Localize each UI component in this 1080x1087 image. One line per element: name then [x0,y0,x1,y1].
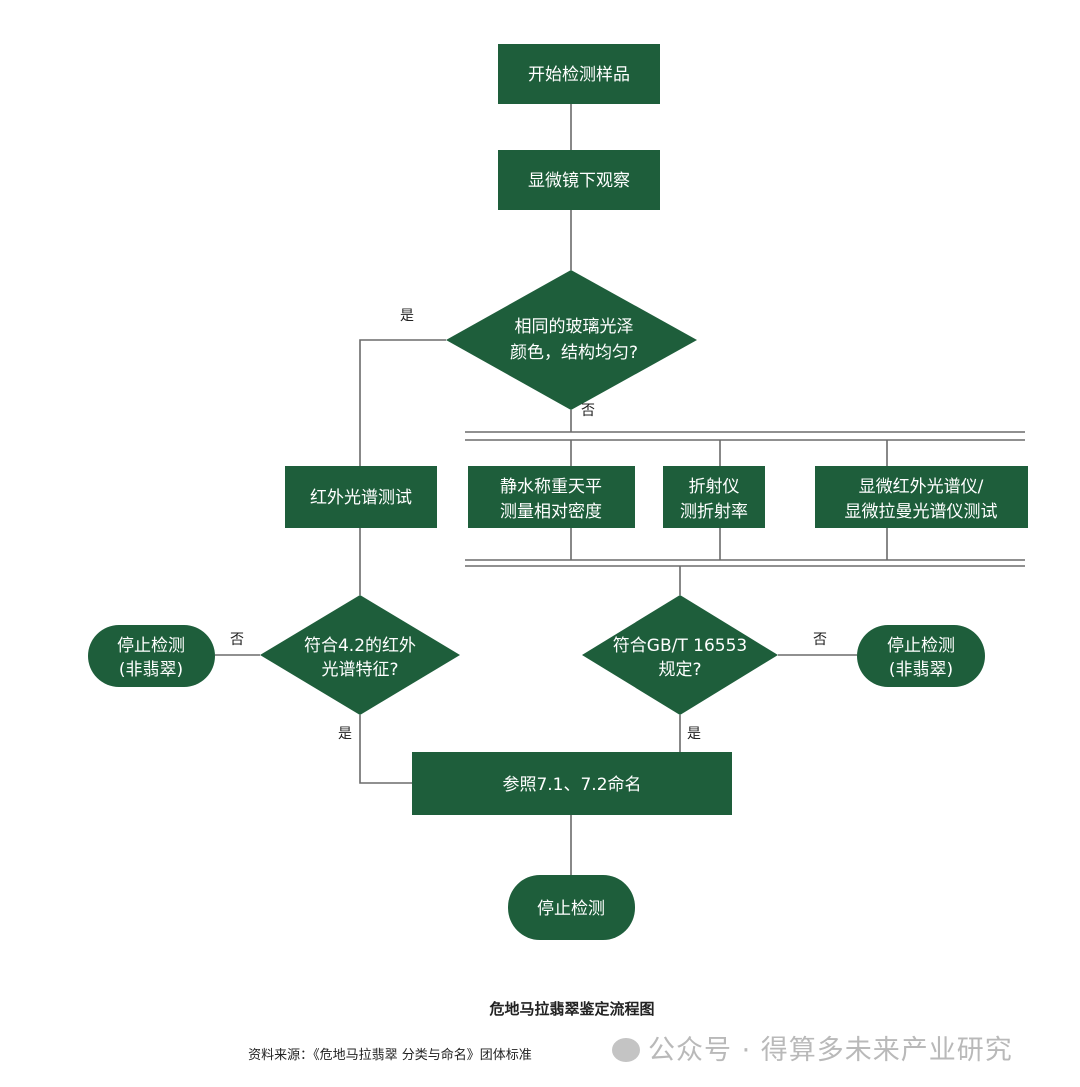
svg-text:相同的玻璃光泽: 相同的玻璃光泽 [515,317,634,337]
svg-text:测量相对密度: 测量相对密度 [500,502,602,522]
decision-glass-luster: 相同的玻璃光泽 颜色，结构均匀? [446,270,697,410]
label-yes: 是 [687,726,701,742]
svg-text:停止检测: 停止检测 [887,636,955,656]
label-yes: 是 [400,308,414,324]
svg-text:(非翡翠): (非翡翠) [119,660,183,680]
node-spectrometer: 显微红外光谱仪/ 显微拉曼光谱仪测试 [815,466,1028,528]
svg-text:折射仪: 折射仪 [689,477,740,497]
terminal-stop: 停止检测 [508,875,635,940]
watermark: 公众号 · 得算多未来产业研究 [612,1028,1013,1067]
svg-text:测折射率: 测折射率 [680,502,748,522]
node-infrared-test: 红外光谱测试 [285,466,437,528]
svg-text:静水称重天平: 静水称重天平 [500,477,602,497]
svg-text:规定?: 规定? [658,660,701,680]
node-refractometer: 折射仪 测折射率 [663,466,765,528]
svg-text:红外光谱测试: 红外光谱测试 [310,488,412,508]
svg-text:(非翡翠): (非翡翠) [889,660,953,680]
svg-text:显微镜下观察: 显微镜下观察 [528,171,630,191]
label-yes: 是 [338,726,352,742]
figure-source: 资料来源：《危地马拉翡翠 分类与命名》团体标准 [248,1048,532,1063]
terminal-stop-left: 停止检测 (非翡翠) [88,625,215,687]
wechat-icon [612,1038,640,1062]
terminal-stop-right: 停止检测 (非翡翠) [857,625,985,687]
figure-title: 危地马拉翡翠鉴定流程图 [489,1000,655,1018]
svg-text:参照7.1、7.2命名: 参照7.1、7.2命名 [502,775,641,795]
node-naming: 参照7.1、7.2命名 [412,752,732,815]
decision-infrared-spectrum: 符合4.2的红外 光谱特征? [260,595,460,715]
label-no: 否 [813,632,827,648]
label-no: 否 [230,632,244,648]
svg-text:符合4.2的红外: 符合4.2的红外 [304,636,416,656]
label-no: 否 [581,403,595,419]
watermark-text: 公众号 · 得算多未来产业研究 [648,1035,1013,1066]
svg-text:颜色，结构均匀?: 颜色，结构均匀? [510,343,638,363]
svg-text:符合GB/T 16553: 符合GB/T 16553 [613,636,747,656]
node-density: 静水称重天平 测量相对密度 [468,466,635,528]
svg-text:显微拉曼光谱仪测试: 显微拉曼光谱仪测试 [845,502,998,522]
svg-text:停止检测: 停止检测 [117,636,185,656]
decision-gbt-16553: 符合GB/T 16553 规定? [582,595,778,715]
svg-text:显微红外光谱仪/: 显微红外光谱仪/ [859,477,984,497]
connectors [215,104,1025,875]
svg-text:开始检测样品: 开始检测样品 [528,65,630,85]
node-microscope: 显微镜下观察 [498,150,660,210]
node-start: 开始检测样品 [498,44,660,104]
svg-text:光谱特征?: 光谱特征? [321,660,398,680]
svg-text:停止检测: 停止检测 [537,899,605,919]
